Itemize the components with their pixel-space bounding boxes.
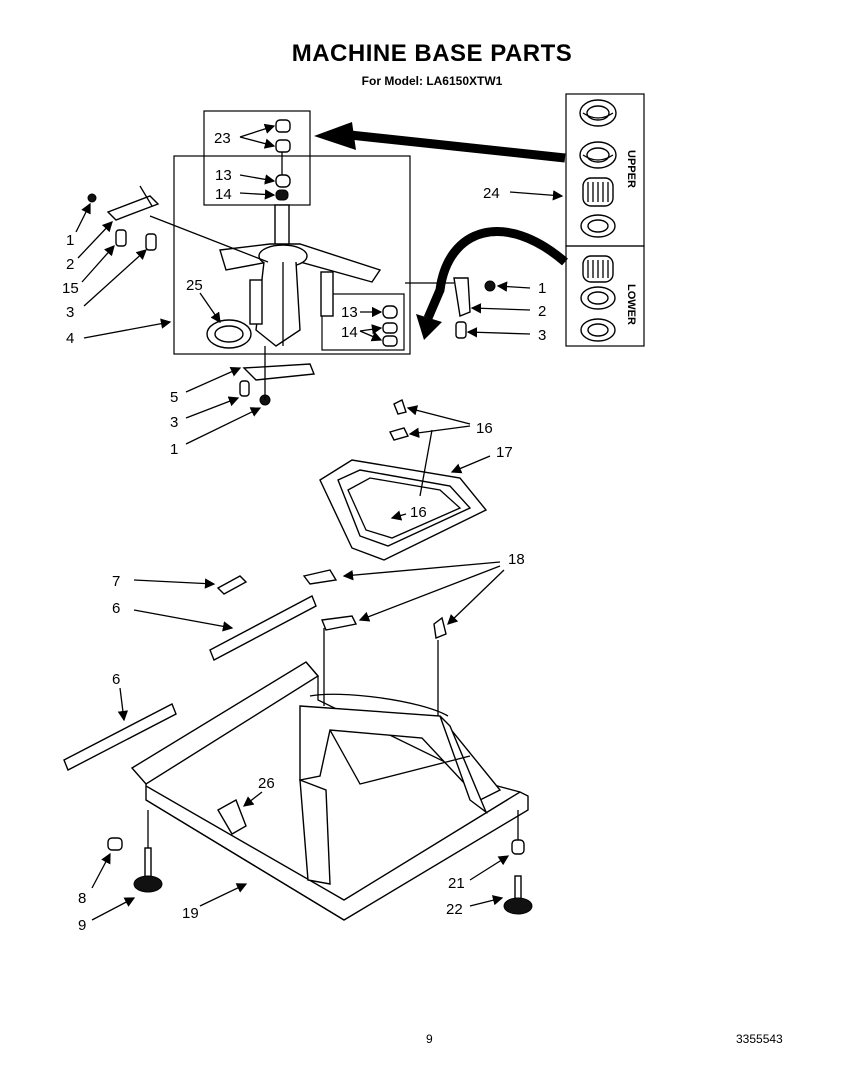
upper-small-parts — [275, 119, 291, 201]
callout-25: 25 — [186, 277, 203, 294]
callout-15: 15 — [62, 280, 79, 297]
seal-kit-box: UPPER LOWER — [565, 93, 645, 347]
callout-18: 18 — [508, 551, 525, 568]
upper-seal-2 — [579, 141, 617, 169]
document-number: 3355543 — [736, 1032, 783, 1046]
upper-bearing — [582, 177, 614, 207]
lower-side-label: LOWER — [625, 284, 637, 325]
page-number: 9 — [426, 1032, 433, 1046]
lower-bearing — [582, 255, 614, 283]
suspension-hub-assembly — [219, 204, 382, 347]
callout-22: 22 — [446, 901, 463, 918]
callout-13-top: 13 — [215, 167, 232, 184]
callout-14-top: 14 — [215, 186, 232, 203]
callout-23: 23 — [214, 130, 231, 147]
callout-26: 26 — [258, 775, 275, 792]
clip-26 — [217, 798, 247, 835]
machine-base-frame-19 — [130, 628, 529, 921]
callout-6-upper: 6 — [112, 600, 120, 617]
callout-3-left: 3 — [66, 304, 74, 321]
strip-6-lower — [63, 703, 177, 771]
callout-1-right: 1 — [538, 280, 546, 297]
right-bracket-group — [405, 277, 496, 339]
callout-16-top: 16 — [476, 420, 493, 437]
callout-17: 17 — [496, 444, 513, 461]
callout-2-right: 2 — [538, 303, 546, 320]
lower-ring — [580, 318, 616, 342]
lower-small-parts — [382, 305, 398, 347]
callout-7: 7 — [112, 573, 120, 590]
callout-3-lower: 3 — [170, 414, 178, 431]
upper-seal-1 — [579, 99, 617, 127]
tub-ring-17 — [319, 429, 488, 561]
callout-13-box: 13 — [341, 304, 358, 321]
callout-9: 9 — [78, 917, 86, 934]
callout-6-lower: 6 — [112, 671, 120, 688]
callout-8: 8 — [78, 890, 86, 907]
strip-6-upper — [209, 595, 317, 661]
leveling-foot-left — [107, 810, 163, 893]
callout-2-left: 2 — [66, 256, 74, 273]
callout-3-right: 3 — [538, 327, 546, 344]
callout-5: 5 — [170, 389, 178, 406]
left-bracket-group — [87, 185, 269, 263]
brackets-18 — [302, 569, 447, 639]
callout-16-mid: 16 — [410, 504, 427, 521]
callout-24: 24 — [483, 185, 500, 202]
callout-19: 19 — [182, 905, 199, 922]
callout-labels: 23 13 14 1 2 15 3 4 25 13 14 24 1 2 3 5 … — [62, 130, 546, 934]
lower-seal — [580, 286, 616, 310]
callout-21: 21 — [448, 875, 465, 892]
kit-arrows — [314, 122, 568, 340]
callout-1-lower: 1 — [170, 441, 178, 458]
page-title: MACHINE BASE PARTS — [291, 40, 573, 67]
strip-7 — [216, 575, 248, 595]
model-subtitle: For Model: LA6150XTW1 — [361, 74, 503, 88]
upper-side-label: UPPER — [625, 150, 637, 188]
callout-1-left: 1 — [66, 232, 74, 249]
upper-assembly-boxes — [173, 110, 411, 355]
upper-ring — [580, 214, 616, 238]
lower-hub-bracket — [239, 346, 315, 406]
ring-25 — [206, 319, 252, 349]
callout-4: 4 — [66, 330, 74, 347]
leader-arrows — [75, 123, 564, 921]
callout-14-box: 14 — [341, 324, 358, 341]
leveling-foot-right — [503, 810, 533, 915]
